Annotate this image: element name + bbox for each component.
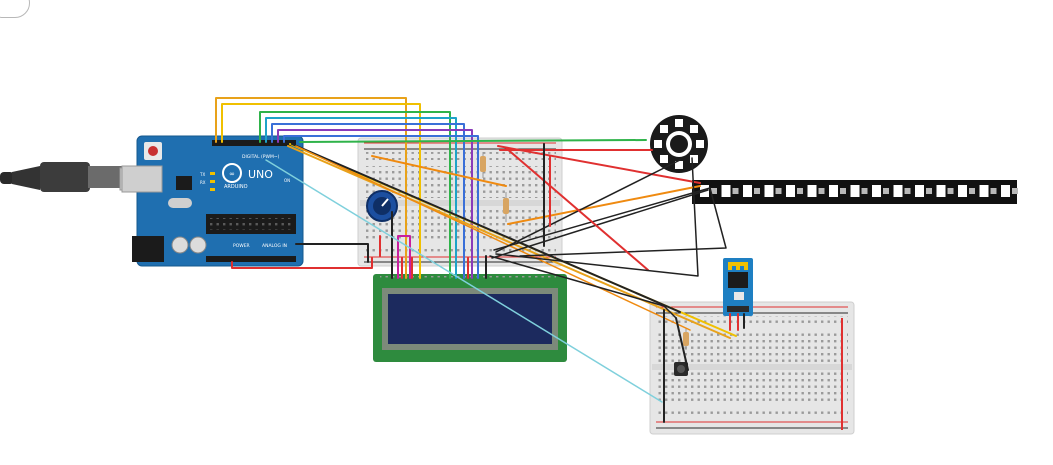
strip-led — [721, 185, 731, 197]
strip-pad — [732, 188, 739, 194]
strip-led — [743, 185, 752, 197]
strip-pad — [861, 188, 868, 194]
brand-label: ARDUINO — [224, 184, 248, 190]
strip-led — [872, 185, 881, 197]
potentiometer[interactable] — [366, 190, 398, 222]
arduino-logo-icon — [222, 163, 242, 183]
arduino-uno-board[interactable]: ∞ ARDUINO UNO DIGITAL (PWM~) POWER ANALO… — [121, 135, 304, 267]
power-jack — [132, 236, 164, 262]
logo-infinity: ∞ — [229, 170, 235, 178]
strip-pad — [711, 188, 717, 194]
neopixel-ring[interactable] — [650, 115, 708, 173]
analog-power-header[interactable] — [206, 256, 296, 262]
analog-label: ANALOG IN — [262, 243, 287, 249]
wires[interactable] — [215, 97, 745, 423]
resistor-3[interactable] — [683, 328, 689, 350]
pushbutton[interactable] — [674, 362, 688, 376]
strip-pad — [883, 188, 889, 194]
strip-led — [915, 185, 924, 197]
bluetooth-module[interactable] — [723, 258, 753, 316]
strip-pad — [1012, 188, 1018, 194]
strip-led — [893, 185, 903, 197]
usb-port — [121, 165, 163, 193]
strip-pad — [775, 188, 782, 194]
strip-pad — [754, 188, 760, 194]
neopixel-strip[interactable] — [692, 180, 1018, 204]
digital-header[interactable] — [212, 140, 296, 146]
strip-led — [764, 185, 774, 197]
strip-pad — [947, 188, 954, 194]
strip-pad — [926, 188, 932, 194]
strip-led — [829, 185, 838, 197]
lcd-display[interactable] — [373, 274, 567, 362]
strip-pad — [904, 188, 911, 194]
strip-pad — [840, 188, 846, 194]
resistor-2[interactable] — [503, 192, 509, 222]
digital-label: DIGITAL (PWM~) — [242, 154, 280, 160]
power-label: POWER — [233, 243, 250, 249]
resistor-1[interactable] — [480, 152, 486, 178]
strip-led — [936, 185, 946, 197]
lcd-screen — [388, 294, 552, 344]
strip-pad — [990, 188, 997, 194]
strip-led — [958, 185, 967, 197]
strip-led — [979, 185, 989, 197]
strip-pad — [969, 188, 975, 194]
breadboard-secondary[interactable] — [649, 301, 855, 435]
rx-label: RX — [200, 180, 206, 185]
model-label: UNO — [248, 168, 273, 181]
strip-pad — [818, 188, 825, 194]
strip-led — [786, 185, 795, 197]
tx-label: TX — [199, 172, 205, 177]
strip-led — [850, 185, 860, 197]
strip-led — [807, 185, 817, 197]
strip-pad — [797, 188, 803, 194]
strip-led — [1001, 185, 1010, 197]
on-label: ON — [284, 178, 290, 183]
